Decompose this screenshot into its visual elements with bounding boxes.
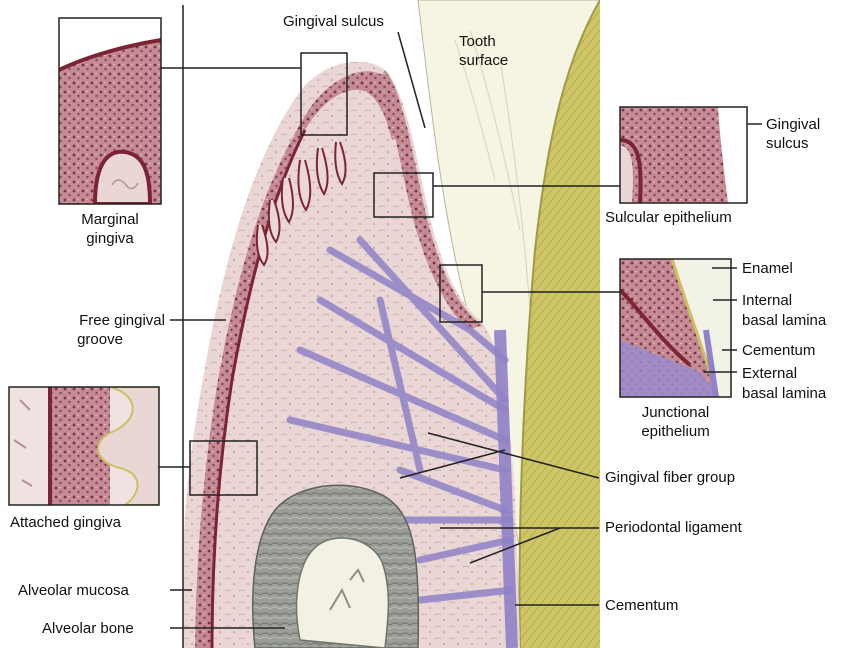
label-free-gingival-groove-1: Free gingival <box>20 311 165 330</box>
label-junctional-epithelium-2: epithelium <box>612 422 739 441</box>
label-gingival-sulcus-right-2: sulcus <box>766 134 809 153</box>
inset-attached-gingiva <box>9 387 159 505</box>
main-illustration <box>183 0 600 648</box>
inset-sulcular <box>620 107 747 203</box>
label-external-basal-lamina-1: External <box>742 364 797 383</box>
label-gingival-sulcus-right-1: Gingival <box>766 115 820 134</box>
label-marginal-gingiva-1: Marginal <box>60 210 160 229</box>
label-gingival-sulcus-top: Gingival sulcus <box>283 12 384 31</box>
label-free-gingival-groove-2: groove <box>55 330 145 349</box>
inset-marginal-gingiva <box>59 18 161 204</box>
label-internal-basal-lamina-2: basal lamina <box>742 311 826 330</box>
label-tooth-surface-2: surface <box>459 51 508 70</box>
label-junctional-epithelium-1: Junctional <box>612 403 739 422</box>
label-periodontal-ligament: Periodontal ligament <box>605 518 742 537</box>
label-cementum-inset: Cementum <box>742 341 815 360</box>
label-sulcular-epithelium: Sulcular epithelium <box>605 208 732 227</box>
label-gingival-fiber-group: Gingival fiber group <box>605 468 735 487</box>
label-alveolar-bone: Alveolar bone <box>42 619 134 638</box>
label-tooth-surface-1: Tooth <box>459 32 496 51</box>
inset-junctional <box>620 259 731 397</box>
label-cementum-bottom: Cementum <box>605 596 678 615</box>
label-marginal-gingiva-2: gingiva <box>60 229 160 248</box>
label-internal-basal-lamina-1: Internal <box>742 291 792 310</box>
label-external-basal-lamina-2: basal lamina <box>742 384 826 403</box>
label-attached-gingiva: Attached gingiva <box>10 513 121 532</box>
label-alveolar-mucosa: Alveolar mucosa <box>18 581 129 600</box>
label-enamel: Enamel <box>742 259 793 278</box>
